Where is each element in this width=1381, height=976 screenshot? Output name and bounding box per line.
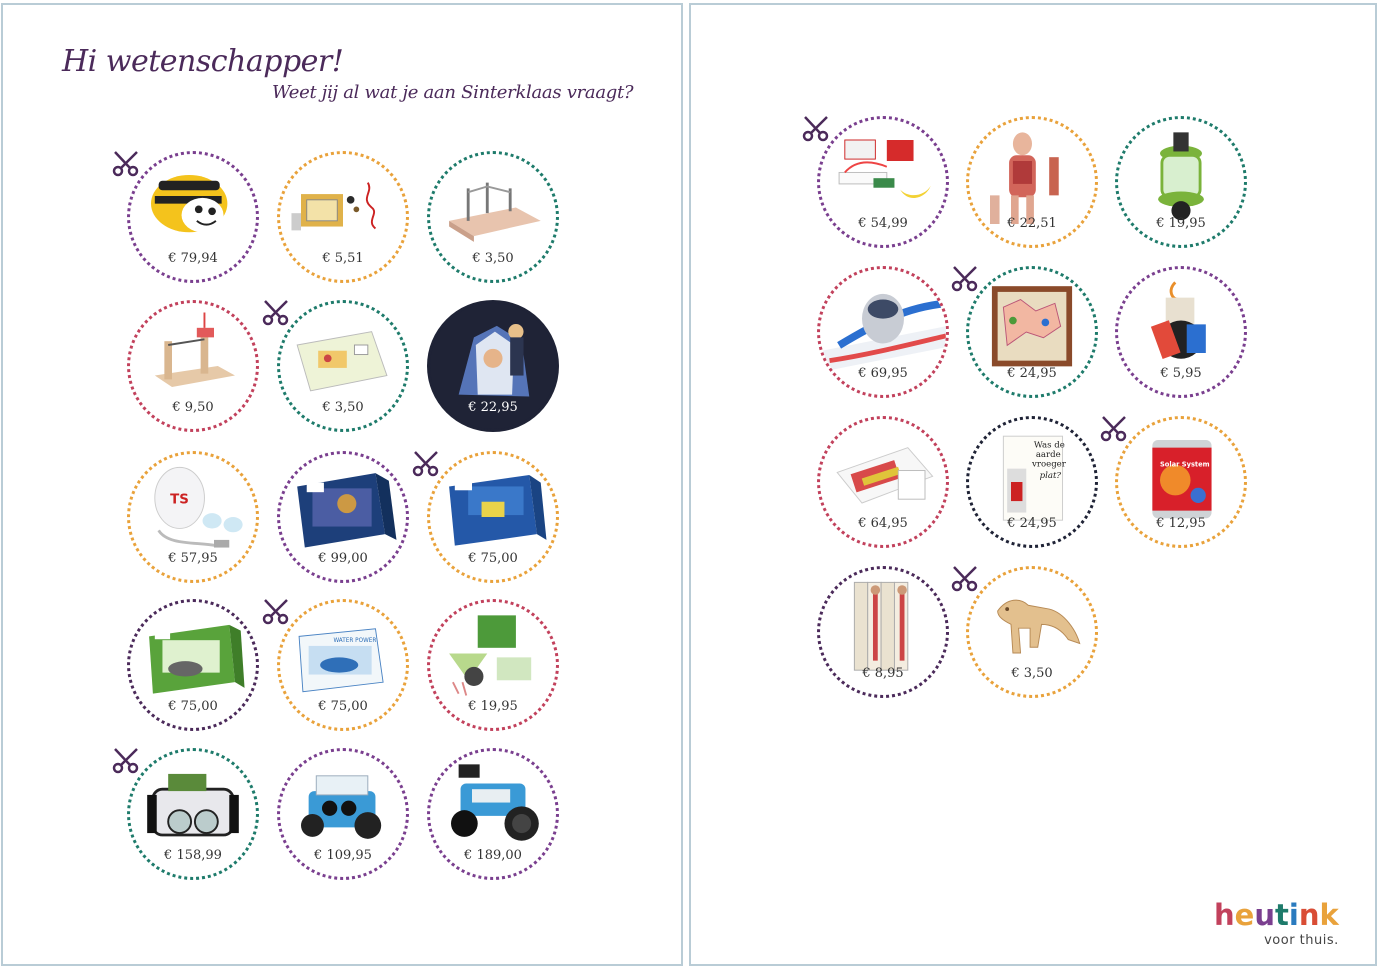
scissors-icon: [950, 564, 980, 594]
product-price: € 3,50: [1011, 666, 1053, 681]
product-price: € 5,51: [322, 251, 364, 266]
product-price: € 8,95: [862, 666, 904, 681]
scissors-icon: [1099, 414, 1129, 444]
product-price: € 99,00: [318, 551, 368, 566]
scissors-icon: [261, 298, 291, 328]
product-circle[interactable]: € 69,95: [817, 266, 949, 398]
product-price: € 3,50: [472, 251, 514, 266]
product-price: € 75,00: [468, 551, 518, 566]
product-price: € 158,99: [164, 848, 222, 863]
brand-letter: t: [1274, 898, 1289, 932]
brand-letter: h: [1214, 898, 1235, 932]
brand-letter: e: [1234, 898, 1255, 932]
product-circle[interactable]: € 54,99: [817, 116, 949, 248]
product-price: € 9,50: [172, 400, 214, 415]
product-circle[interactable]: € 8,95: [817, 566, 949, 698]
brand-logo: heutink voor thuis.: [1214, 900, 1339, 948]
product-price: € 22,51: [1007, 216, 1057, 231]
product-price: € 19,95: [468, 699, 518, 714]
product-circle[interactable]: € 158,99: [127, 748, 259, 880]
product-circle[interactable]: € 79,94: [127, 151, 259, 283]
product-price: € 54,99: [858, 216, 908, 231]
product-price: € 5,95: [1160, 366, 1202, 381]
scissors-icon: [111, 746, 141, 776]
brand-letter: i: [1288, 898, 1299, 932]
product-circle[interactable]: € 24,95: [966, 266, 1098, 398]
product-price: € 57,95: [168, 551, 218, 566]
product-price: € 189,00: [464, 848, 522, 863]
brand-letter: u: [1254, 898, 1275, 932]
scissors-icon: [111, 149, 141, 179]
product-circle[interactable]: TS € 57,95: [127, 451, 259, 583]
product-price: € 12,95: [1156, 516, 1206, 531]
product-circle[interactable]: € 19,95: [427, 599, 559, 731]
product-price: € 109,95: [314, 848, 372, 863]
product-price: € 22,95: [468, 400, 518, 415]
product-price: € 69,95: [858, 366, 908, 381]
brand-tagline: voor thuis.: [1264, 933, 1339, 948]
product-price: € 75,00: [168, 699, 218, 714]
product-price: € 24,95: [1007, 366, 1057, 381]
scissors-icon: [950, 264, 980, 294]
product-circle[interactable]: € 75,00: [127, 599, 259, 731]
product-circle[interactable]: € 64,95: [817, 416, 949, 548]
product-circle[interactable]: € 22,95: [427, 300, 559, 432]
product-circle[interactable]: € 5,51: [277, 151, 409, 283]
page-title: Hi wetenschapper!: [62, 44, 344, 79]
product-circle[interactable]: € 5,95: [1115, 266, 1247, 398]
product-price: € 3,50: [322, 400, 364, 415]
brand-name: heutink: [1214, 900, 1339, 930]
scissors-icon: [411, 449, 441, 479]
product-circle[interactable]: WATER POWER € 75,00: [277, 599, 409, 731]
product-circle[interactable]: € 3,50: [966, 566, 1098, 698]
brand-letter: n: [1298, 898, 1320, 932]
product-circle[interactable]: € 3,50: [427, 151, 559, 283]
product-circle[interactable]: € 9,50: [127, 300, 259, 432]
book-cover-text: vroeger: [1031, 460, 1067, 470]
svg-text:TS: TS: [170, 493, 189, 508]
product-circle[interactable]: € 75,00: [427, 451, 559, 583]
page-subtitle: Weet jij al wat je aan Sinterklaas vraag…: [272, 82, 634, 103]
book-cover-text: aarde: [1036, 450, 1061, 460]
product-price: € 64,95: [858, 516, 908, 531]
scissors-icon: [261, 597, 291, 627]
svg-text:WATER POWER: WATER POWER: [333, 638, 376, 644]
product-circle[interactable]: € 189,00: [427, 748, 559, 880]
brand-letter: k: [1319, 898, 1339, 932]
book-cover-text: Was de: [1034, 441, 1065, 451]
product-price: € 19,95: [1156, 216, 1206, 231]
product-circle[interactable]: Solar System € 12,95: [1115, 416, 1247, 548]
product-price: € 75,00: [318, 699, 368, 714]
scissors-icon: [801, 114, 831, 144]
product-circle[interactable]: € 99,00: [277, 451, 409, 583]
product-circle[interactable]: € 109,95: [277, 748, 409, 880]
product-price: € 79,94: [168, 251, 218, 266]
product-circle[interactable]: € 3,50: [277, 300, 409, 432]
product-circle[interactable]: € 19,95: [1115, 116, 1247, 248]
book-cover-text: plat?: [1040, 471, 1062, 481]
product-circle[interactable]: € 22,51: [966, 116, 1098, 248]
product-price: € 24,95: [1007, 516, 1057, 531]
can-label: Solar System: [1160, 461, 1210, 469]
